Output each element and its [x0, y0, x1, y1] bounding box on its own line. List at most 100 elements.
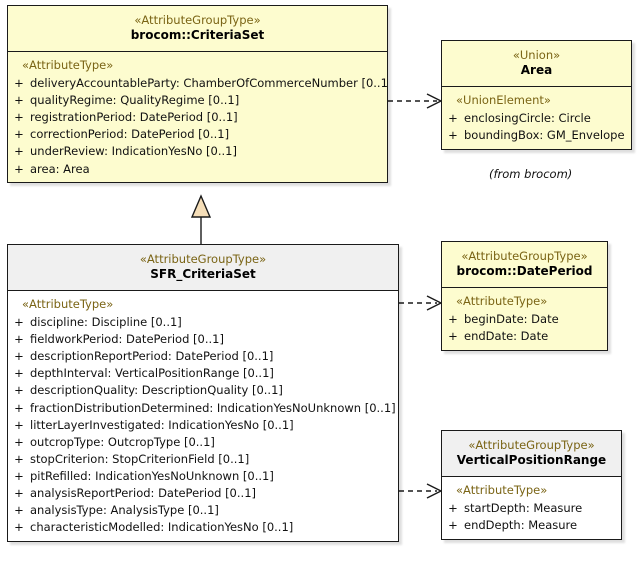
attribute-signature: analysisReportPeriod: DatePeriod [0..1] — [30, 485, 256, 500]
attribute-row[interactable]: + endDate: Date — [442, 328, 607, 345]
attribute-row[interactable]: + analysisType: AnalysisType [0..1] — [8, 502, 398, 519]
attribute-row[interactable]: + litterLayerInvestigated: IndicationYes… — [8, 416, 398, 433]
attribute-row[interactable]: + endDepth: Measure — [442, 517, 621, 534]
attribute-row[interactable]: + deliveryAccountableParty: ChamberOfCom… — [8, 75, 387, 92]
attribute-signature: enclosingCircle: Circle — [464, 111, 591, 126]
attribute-signature: fieldworkPeriod: DatePeriod [0..1] — [30, 332, 224, 347]
attribute-visibility: + — [14, 332, 24, 347]
attribute-row[interactable]: + boundingBox: GM_Envelope — [442, 127, 631, 144]
class-stereotype: «AttributeGroupType» — [461, 249, 588, 263]
attribute-row[interactable]: + fractionDistributionDetermined: Indica… — [8, 399, 398, 416]
attribute-signature: qualityRegime: QualityRegime [0..1] — [30, 93, 240, 108]
attribute-visibility: + — [14, 520, 24, 535]
attribute-row[interactable]: + underReview: IndicationYesNo [0..1] — [8, 143, 387, 160]
attribute-signature: startDepth: Measure — [464, 501, 583, 516]
class-name: brocom::DatePeriod — [456, 263, 593, 278]
compartment-stereotype: «AttributeType» — [456, 293, 548, 308]
attribute-signature: registrationPeriod: DatePeriod [0..1] — [30, 110, 238, 125]
class-box-area[interactable]: «Union» Area «UnionElement» + enclosingC… — [441, 40, 632, 150]
attribute-signature: pitRefilled: IndicationYesNoUnknown [0..… — [30, 468, 274, 483]
attribute-visibility: + — [448, 501, 458, 516]
attribute-visibility: + — [14, 93, 24, 108]
class-box-dateperiod[interactable]: «AttributeGroupType» brocom::DatePeriod … — [441, 241, 608, 351]
attribute-visibility: + — [14, 485, 24, 500]
attribute-row[interactable]: + startDepth: Measure — [442, 500, 621, 517]
attribute-visibility: + — [14, 383, 24, 398]
attribute-signature: descriptionReportPeriod: DatePeriod [0..… — [30, 349, 274, 364]
compartment-stereotype: «AttributeType» — [456, 482, 548, 497]
class-name: SFR_CriteriaSet — [150, 266, 256, 281]
compartment-stereotype: «UnionElement» — [456, 92, 551, 107]
attribute-row[interactable]: + correctionPeriod: DatePeriod [0..1] — [8, 126, 387, 143]
attribute-row[interactable]: + qualityRegime: QualityRegime [0..1] — [8, 92, 387, 109]
class-attributes-compartment: «UnionElement» + enclosingCircle: Circle… — [442, 86, 631, 149]
class-attributes-compartment: «AttributeType» + startDepth: Measure + … — [442, 476, 621, 539]
class-stereotype: «AttributeGroupType» — [139, 252, 267, 266]
attribute-visibility: + — [14, 400, 24, 415]
attribute-signature: endDate: Date — [464, 329, 549, 344]
attribute-row[interactable]: + area: Area — [8, 160, 387, 177]
dependency-sfrcriteriaset-to-verticalpositionrange — [399, 483, 443, 499]
package-origin-label: (from brocom) — [489, 167, 573, 181]
attribute-row[interactable]: + fieldworkPeriod: DatePeriod [0..1] — [8, 331, 398, 348]
class-name: Area — [520, 62, 553, 77]
attribute-signature: depthInterval: VerticalPositionRange [0.… — [30, 366, 274, 381]
class-name: brocom::CriteriaSet — [130, 27, 265, 42]
class-header-sfr-criteriaset: «AttributeGroupType» SFR_CriteriaSet — [8, 245, 398, 291]
attribute-visibility: + — [14, 468, 24, 483]
attribute-row[interactable]: + descriptionReportPeriod: DatePeriod [0… — [8, 348, 398, 365]
attribute-visibility: + — [448, 128, 458, 143]
class-name: VerticalPositionRange — [456, 452, 607, 467]
attribute-visibility: + — [14, 144, 24, 159]
class-box-criteriaset[interactable]: «AttributeGroupType» brocom::CriteriaSet… — [7, 5, 388, 184]
attribute-row[interactable]: + discipline: Discipline [0..1] — [8, 314, 398, 331]
attribute-signature: descriptionQuality: DescriptionQuality [… — [30, 383, 283, 398]
attribute-signature: characteristicModelled: IndicationYesNo … — [30, 520, 294, 535]
attribute-row[interactable]: + pitRefilled: IndicationYesNoUnknown [0… — [8, 467, 398, 484]
class-header-verticalpositionrange: «AttributeGroupType» VerticalPositionRan… — [442, 431, 621, 477]
attribute-signature: deliveryAccountableParty: ChamberOfComme… — [30, 76, 388, 91]
attribute-visibility: + — [14, 366, 24, 381]
attribute-visibility: + — [14, 315, 24, 330]
attribute-row[interactable]: + stopCriterion: StopCriterionField [0..… — [8, 450, 398, 467]
class-box-sfr-criteriaset[interactable]: «AttributeGroupType» SFR_CriteriaSet «At… — [7, 244, 399, 542]
attribute-visibility: + — [448, 312, 458, 327]
attribute-visibility: + — [14, 127, 24, 142]
class-header-criteriaset: «AttributeGroupType» brocom::CriteriaSet — [8, 6, 387, 52]
attribute-visibility: + — [14, 349, 24, 364]
attribute-row[interactable]: + enclosingCircle: Circle — [442, 110, 631, 127]
attribute-visibility: + — [14, 451, 24, 466]
class-box-verticalpositionrange[interactable]: «AttributeGroupType» VerticalPositionRan… — [441, 430, 622, 540]
class-stereotype: «AttributeGroupType» — [134, 13, 261, 27]
class-header-area: «Union» Area — [442, 41, 631, 87]
attribute-row[interactable]: + descriptionQuality: DescriptionQuality… — [8, 382, 398, 399]
attribute-signature: discipline: Discipline [0..1] — [30, 315, 182, 330]
attribute-row[interactable]: + depthInterval: VerticalPositionRange [… — [8, 365, 398, 382]
attribute-row[interactable]: + registrationPeriod: DatePeriod [0..1] — [8, 109, 387, 126]
dependency-sfrcriteriaset-to-dateperiod — [399, 295, 443, 311]
attribute-row[interactable]: + characteristicModelled: IndicationYesN… — [8, 519, 398, 536]
class-header-dateperiod: «AttributeGroupType» brocom::DatePeriod — [442, 242, 607, 288]
attribute-visibility: + — [14, 110, 24, 125]
attribute-visibility: + — [14, 161, 24, 176]
generalization-sfrcriteriaset-to-criteriaset — [190, 194, 212, 244]
class-stereotype: «Union» — [512, 48, 561, 62]
attribute-signature: underReview: IndicationYesNo [0..1] — [30, 144, 237, 159]
attribute-signature: boundingBox: GM_Envelope — [464, 128, 625, 143]
class-attributes-compartment: «AttributeType» + deliveryAccountablePar… — [8, 51, 387, 183]
attribute-row[interactable]: + analysisReportPeriod: DatePeriod [0..1… — [8, 484, 398, 501]
attribute-signature: area: Area — [30, 161, 90, 176]
attribute-visibility: + — [14, 76, 24, 91]
attribute-visibility: + — [14, 417, 24, 432]
attribute-row[interactable]: + beginDate: Date — [442, 311, 607, 328]
compartment-stereotype: «AttributeType» — [22, 296, 114, 311]
attribute-visibility: + — [14, 434, 24, 449]
attribute-row[interactable]: + outcropType: OutcropType [0..1] — [8, 433, 398, 450]
attribute-signature: outcropType: OutcropType [0..1] — [30, 434, 215, 449]
attribute-signature: correctionPeriod: DatePeriod [0..1] — [30, 127, 230, 142]
attribute-visibility: + — [448, 518, 458, 533]
attribute-signature: litterLayerInvestigated: IndicationYesNo… — [30, 417, 294, 432]
attribute-visibility: + — [448, 329, 458, 344]
class-attributes-compartment: «AttributeType» + beginDate: Date + endD… — [442, 287, 607, 350]
